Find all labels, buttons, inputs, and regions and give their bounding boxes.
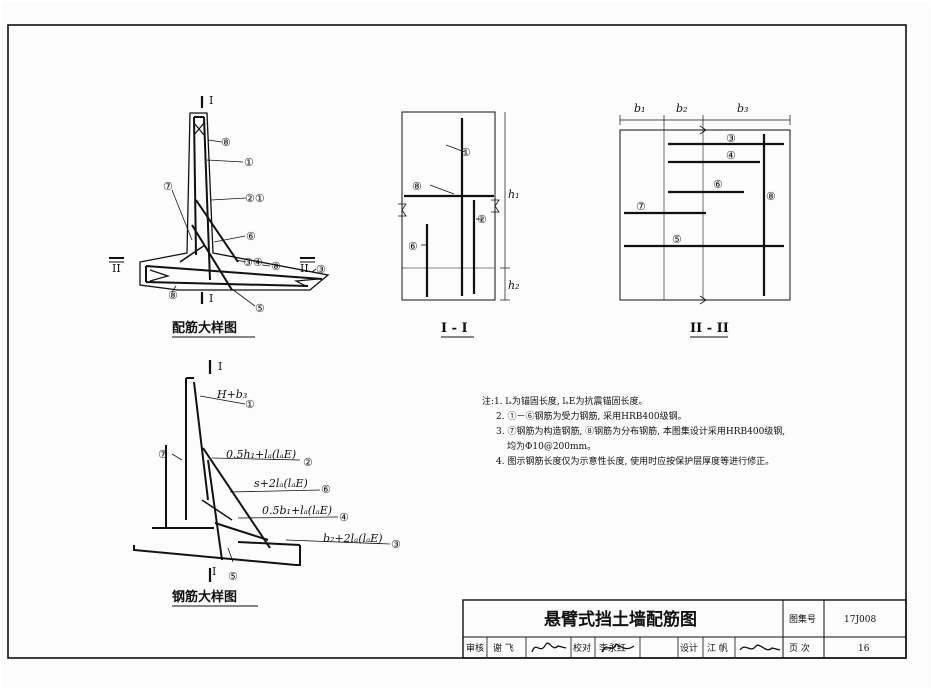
bar-3-label: ③ (316, 263, 326, 276)
cut-label-bottom: I (209, 292, 213, 305)
designer-name: 江 帆 (707, 642, 728, 654)
checker-name: 李永红 (599, 642, 626, 654)
rebar-bar-3: ③ (391, 538, 401, 551)
detail-caption: 配筋大样图 (172, 320, 237, 336)
sec2-bar-3: ③ (726, 132, 736, 145)
sec2-bar-4: ④ (726, 149, 736, 162)
section-2-2 (619, 115, 791, 305)
bar-8b-label: ⑧ (271, 260, 281, 273)
note-line-1: 注:1. lₐ为锚固长度, lₐE为抗震锚固长度。 (482, 395, 647, 407)
page-label: 页 次 (789, 642, 810, 654)
bar-34-label: ③④ (243, 256, 263, 269)
sec2-dim-b2: b₂ (676, 102, 687, 115)
rebar-f2: 0.5h₁+lₐ(lₐE) (226, 448, 296, 461)
bar-21-label: ②① (245, 192, 265, 205)
sec2-bar-8: ⑧ (766, 190, 776, 203)
rebar-f1: H+b₃ (216, 388, 247, 401)
sec1-dim-h1: h₁ (508, 188, 520, 201)
note-line-5: 4. 图示钢筋长度仅为示意性长度, 使用时应按保护层厚度等进行修正。 (496, 455, 774, 467)
rebar-bar-4: ④ (339, 511, 349, 524)
bar-1-label: ① (244, 156, 254, 169)
bar-5-label: ⑤ (255, 302, 265, 315)
rebar-bar-1: ① (245, 398, 255, 411)
rebar-f4: 0.5b₁+lₐ(lₐE) (262, 504, 332, 517)
sec2-dim-b1: b₁ (634, 102, 645, 115)
reviewer-name: 谢 飞 (493, 642, 514, 654)
title-block (462, 599, 907, 659)
section-2-caption: II - II (690, 321, 729, 336)
reinforcement-detail (109, 96, 330, 307)
check-label: 校对 (573, 642, 591, 654)
cut-label-top: I (209, 94, 213, 107)
sec1-bar-2: ② (477, 213, 487, 226)
note-line-4: 均为Φ10@200mm。 (507, 440, 596, 452)
rebar-detail (133, 360, 391, 582)
section-1-caption: I - I (441, 321, 468, 336)
section-1-1 (398, 111, 510, 301)
atlas-number: 17J008 (844, 615, 877, 625)
review-label: 审核 (466, 642, 484, 654)
bar-8c-label: ⑧ (168, 289, 178, 302)
sec2-bar-6: ⑥ (713, 178, 723, 191)
rebar-bar-6: ⑥ (321, 483, 331, 496)
sec1-bar-6: ⑥ (408, 240, 418, 253)
sec2-dim-b3: b₃ (737, 102, 748, 115)
sec2-bar-7: ⑦ (636, 200, 646, 213)
cut-label-left: II (112, 262, 121, 275)
rebar-f6: s+2lₐ(lₐE) (254, 477, 308, 490)
rebar-bar-7: ⑦ (158, 448, 168, 461)
atlas-label: 图集号 (789, 613, 816, 625)
rebar-cut-bottom: I (212, 565, 216, 578)
note-line-2: 2. ①－⑥钢筋为受力钢筋, 采用HRB400级钢。 (496, 410, 687, 422)
sec1-dim-h2: h₂ (508, 279, 520, 292)
note-line-3: 3. ⑦钢筋为构造钢筋, ⑧钢筋为分布钢筋, 本图集设计采用HRB400级钢, (496, 425, 785, 437)
sec1-bar-1: ① (461, 146, 471, 159)
page-number: 16 (858, 644, 870, 654)
bar-7-label: ⑦ (163, 180, 173, 193)
rebar-cut-top: I (218, 360, 222, 373)
bar-8-label: ⑧ (221, 136, 231, 149)
rebar-bar-2: ② (303, 456, 313, 469)
bar-6-label: ⑥ (246, 230, 256, 243)
rebar-caption: 钢筋大样图 (172, 589, 237, 605)
design-label: 设计 (680, 642, 698, 654)
sec1-bar-8: ⑧ (412, 180, 422, 193)
drawing-frame (7, 24, 907, 659)
rebar-f3: b₂+2lₐ(lₐE) (323, 532, 383, 545)
cut-label-right: II (300, 262, 309, 275)
sec2-bar-5: ⑤ (672, 233, 682, 246)
drawing-title: 悬臂式挡土墙配筋图 (544, 609, 697, 630)
rebar-bar-5: ⑤ (228, 570, 238, 583)
notes-block: 注:1. lₐ为锚固长度, lₐE为抗震锚固长度。 2. ①－⑥钢筋为受力钢筋,… (482, 395, 785, 467)
